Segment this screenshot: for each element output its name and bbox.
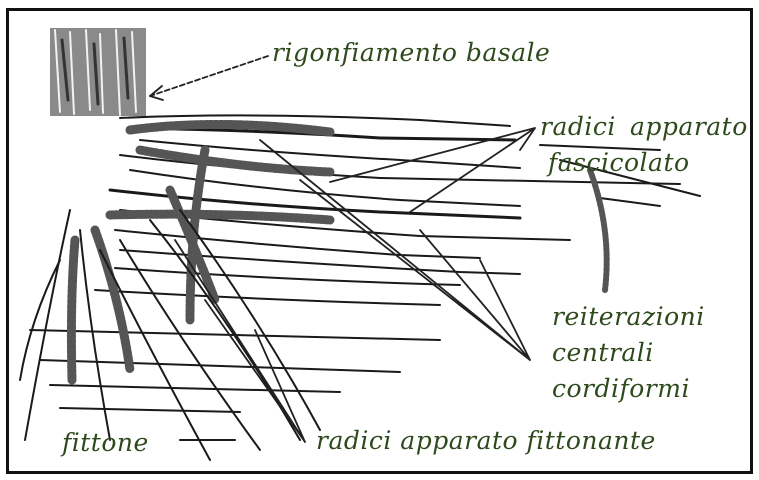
label-reiterations-2: centrali (552, 338, 654, 368)
label-fascicled-roots-fascicolato: fascicolato (548, 148, 690, 178)
label-fascicled-roots-radici: radici (540, 112, 616, 142)
label-basal-swelling: rigonfiamento basale (272, 38, 550, 68)
trunk-base (50, 28, 146, 116)
label-taproot: fittone (62, 428, 149, 458)
label-reiterations-1: reiterazioni (552, 302, 705, 332)
label-taproot-roots: radici apparato fittonante (316, 426, 656, 456)
label-fascicled-roots-apparato: apparato (630, 112, 748, 142)
label-reiterations-3: cordiformi (552, 374, 690, 404)
